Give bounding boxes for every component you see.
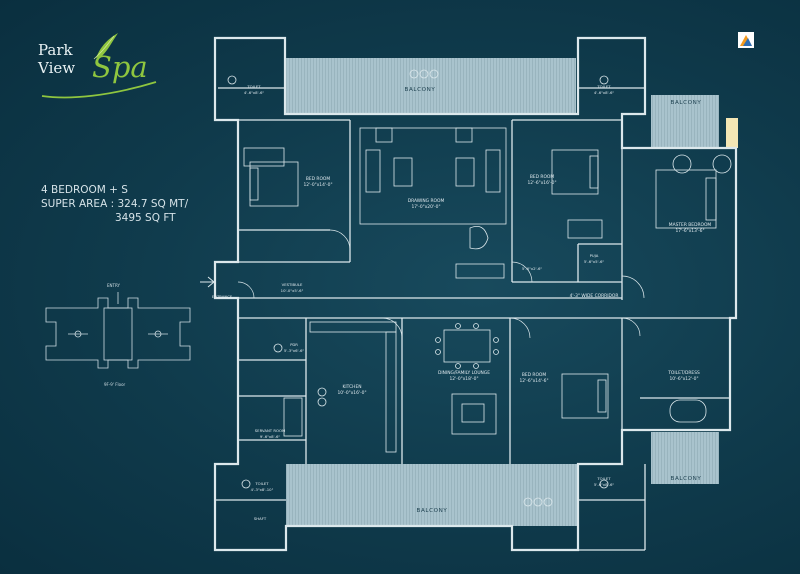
- label-drawing-room: DRAWING ROOM: [408, 198, 445, 204]
- label-pdr: PDR: [290, 342, 298, 347]
- label-shaft: SHAFT: [254, 516, 267, 521]
- label-balcony-right-top: BALCONY: [671, 100, 702, 106]
- label-balcony-top: BALCONY: [405, 87, 436, 93]
- size-wardrobe: 5'-6"x2'-6": [522, 266, 542, 271]
- interior-walls: [215, 87, 736, 551]
- logo-swoosh-icon: [41, 81, 157, 99]
- unit-configuration: 4 BEDROOM + S: [41, 184, 128, 196]
- outer-walls: [213, 36, 738, 552]
- label-toilet-br: TOILET: [596, 476, 611, 481]
- size-bed-room-2: 12'-6"x16'-0": [528, 180, 557, 186]
- label-toilet-tl: TOILET: [246, 84, 261, 89]
- super-area-line2: 3495 SQ FT: [115, 212, 176, 224]
- label-toilet-dress: TOILET/DRESS: [667, 370, 700, 376]
- label-servant-room: SERVANT ROOM: [255, 428, 285, 433]
- size-toilet-dress: 10'-6"x12'-0": [670, 376, 699, 382]
- size-vestibule: 10'-0"x5'-6": [281, 288, 304, 293]
- label-entrance: ENTRANCE: [212, 294, 233, 299]
- key-plan-entry-label: ENTRY: [107, 283, 120, 288]
- unit-info: 4 BEDROOM + S SUPER AREA : 324.7 SQ MT/ …: [41, 183, 188, 225]
- label-bed-room-3: BED ROOM: [522, 372, 547, 378]
- balcony-right-bottom: [651, 432, 719, 484]
- label-toilet-tr: TOILET: [596, 84, 611, 89]
- size-puja: 5'-6"x5'-6": [584, 259, 604, 264]
- key-plan-floor-label: 9F-9' Floor: [104, 382, 126, 387]
- size-toilet-tl: 4'-6"x8'-6": [244, 90, 264, 95]
- logo-spa-text: Spa: [92, 50, 148, 84]
- key-plan: [45, 292, 191, 369]
- size-dining-lounge: 12'-0"x18'-0": [450, 376, 479, 382]
- super-area-line1: SUPER AREA : 324.7 SQ MT/: [41, 198, 189, 210]
- size-toilet-br: 5'-6"x8'-6": [594, 482, 614, 487]
- label-bed-room-2: BED ROOM: [530, 174, 555, 180]
- size-drawing-room: 17'-0"x20'-0": [412, 204, 441, 210]
- label-dining-lounge: DINING/FAMILY LOUNGE: [438, 370, 490, 376]
- label-master-bedroom: MASTER BEDROOM: [669, 222, 712, 228]
- balcony-bottom: [286, 464, 578, 526]
- size-bed-room-3: 12'-6"x14'-6": [520, 378, 549, 384]
- leaf-logo-icon: [93, 33, 118, 60]
- label-bed-room-1: BED ROOM: [306, 176, 331, 182]
- size-master-bedroom: 17'-6"x13'-6": [676, 228, 705, 234]
- size-toilet-bl: 4'-3"x8'-10": [251, 487, 274, 492]
- label-puja: PUJA: [590, 253, 599, 258]
- size-bed-room-1: 12'-0"x14'-0": [304, 182, 333, 188]
- logo-view-text: View: [38, 59, 76, 77]
- size-pdr: 5'-3"x6'-6": [284, 348, 304, 353]
- label-toilet-bl: TOILET: [254, 481, 269, 486]
- size-servant-room: 9'-6"x8'-6": [260, 434, 280, 439]
- balcony-right-top: [651, 95, 719, 147]
- label-balcony-bottom: BALCONY: [417, 508, 448, 514]
- balcony-top: [286, 58, 576, 114]
- furniture: [227, 69, 732, 507]
- size-toilet-tr: 4'-6"x8'-6": [594, 90, 614, 95]
- size-kitchen: 10'-0"x16'-0": [338, 390, 367, 396]
- brand-corner-icon: [738, 32, 754, 48]
- label-balcony-right-bottom: BALCONY: [671, 476, 702, 482]
- shaft-highlight: [726, 118, 738, 148]
- door-swings: [237, 229, 645, 339]
- logo-park-text: Park: [38, 41, 73, 59]
- entrance-arrow-icon: [200, 276, 215, 288]
- label-corridor: 4'-3" WIDE CORRIDOR: [570, 293, 619, 299]
- label-kitchen: KITCHEN: [342, 384, 361, 390]
- label-vestibule: VESTIBULE: [282, 282, 303, 287]
